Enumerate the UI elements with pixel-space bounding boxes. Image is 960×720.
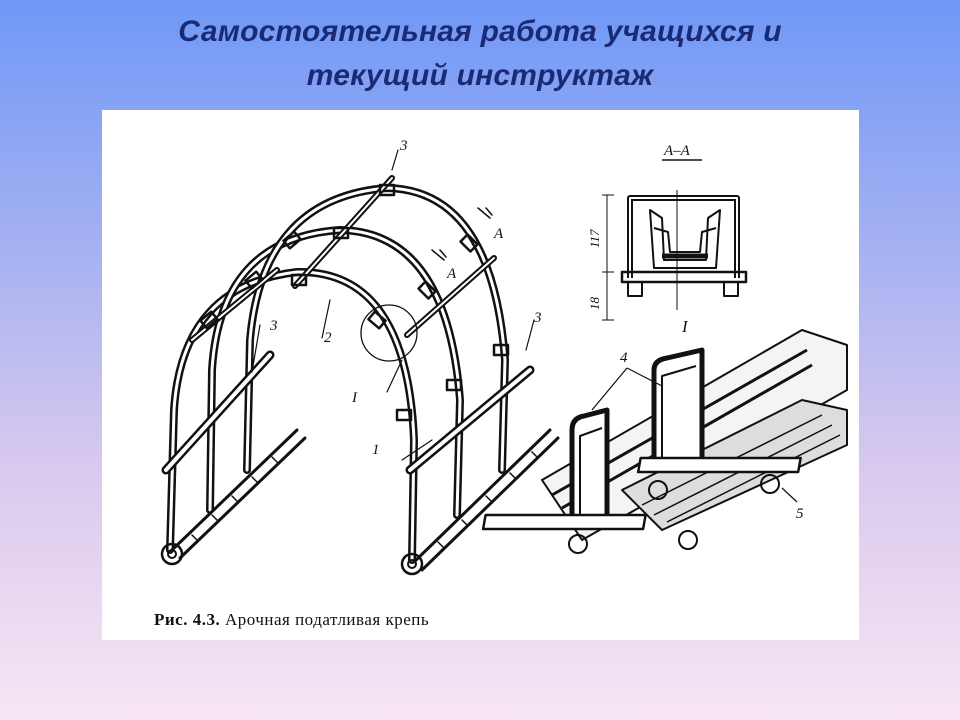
label-detail-I: I <box>351 390 358 406</box>
clamps <box>199 183 510 422</box>
arch-support-drawing: 3 3 2 I 1 3 А А А–А <box>160 138 848 576</box>
left-foot <box>160 542 184 566</box>
label-dim-117: 117 <box>587 229 602 248</box>
label-dim-18: 18 <box>587 297 602 311</box>
label-part3-left: 3 <box>269 318 278 334</box>
caption-lead: Рис. 4.3. <box>154 610 221 629</box>
label-part2: 2 <box>324 330 332 346</box>
title-line-2: текущий инструктаж <box>306 59 654 92</box>
detail-labels: 4 5 <box>620 350 804 522</box>
label-part1: 1 <box>372 442 380 458</box>
slide-title: Самостоятельная работа учащихся и текущи… <box>0 10 960 98</box>
right-foot <box>400 552 424 576</box>
arch-labels: 3 3 2 I 1 3 А А <box>269 138 542 458</box>
section-A-A <box>602 159 748 321</box>
figure-panel: 3 3 2 I 1 3 А А А–А <box>102 110 859 640</box>
label-section-AA: А–А <box>663 143 691 159</box>
detail-I: I <box>481 317 848 554</box>
caption-text: Арочная податливая крепь <box>224 610 430 629</box>
label-part3-right: 3 <box>533 310 542 326</box>
left-rail <box>170 428 307 560</box>
label-part4: 4 <box>620 350 628 366</box>
label-part5: 5 <box>796 506 804 522</box>
title-line-1: Самостоятельная работа учащихся и <box>178 15 782 48</box>
label-detail-I-view: I <box>681 317 689 336</box>
figure-caption: Рис. 4.3. Арочная податливая крепь <box>154 610 429 630</box>
detail-circle-I <box>360 304 418 362</box>
label-cut-A-low: А <box>446 266 457 282</box>
arch-assembly <box>160 149 560 576</box>
label-cut-A-high: А <box>493 226 504 242</box>
section-labels: А–А 117 18 <box>587 143 691 310</box>
label-part3-top: 3 <box>399 138 408 154</box>
